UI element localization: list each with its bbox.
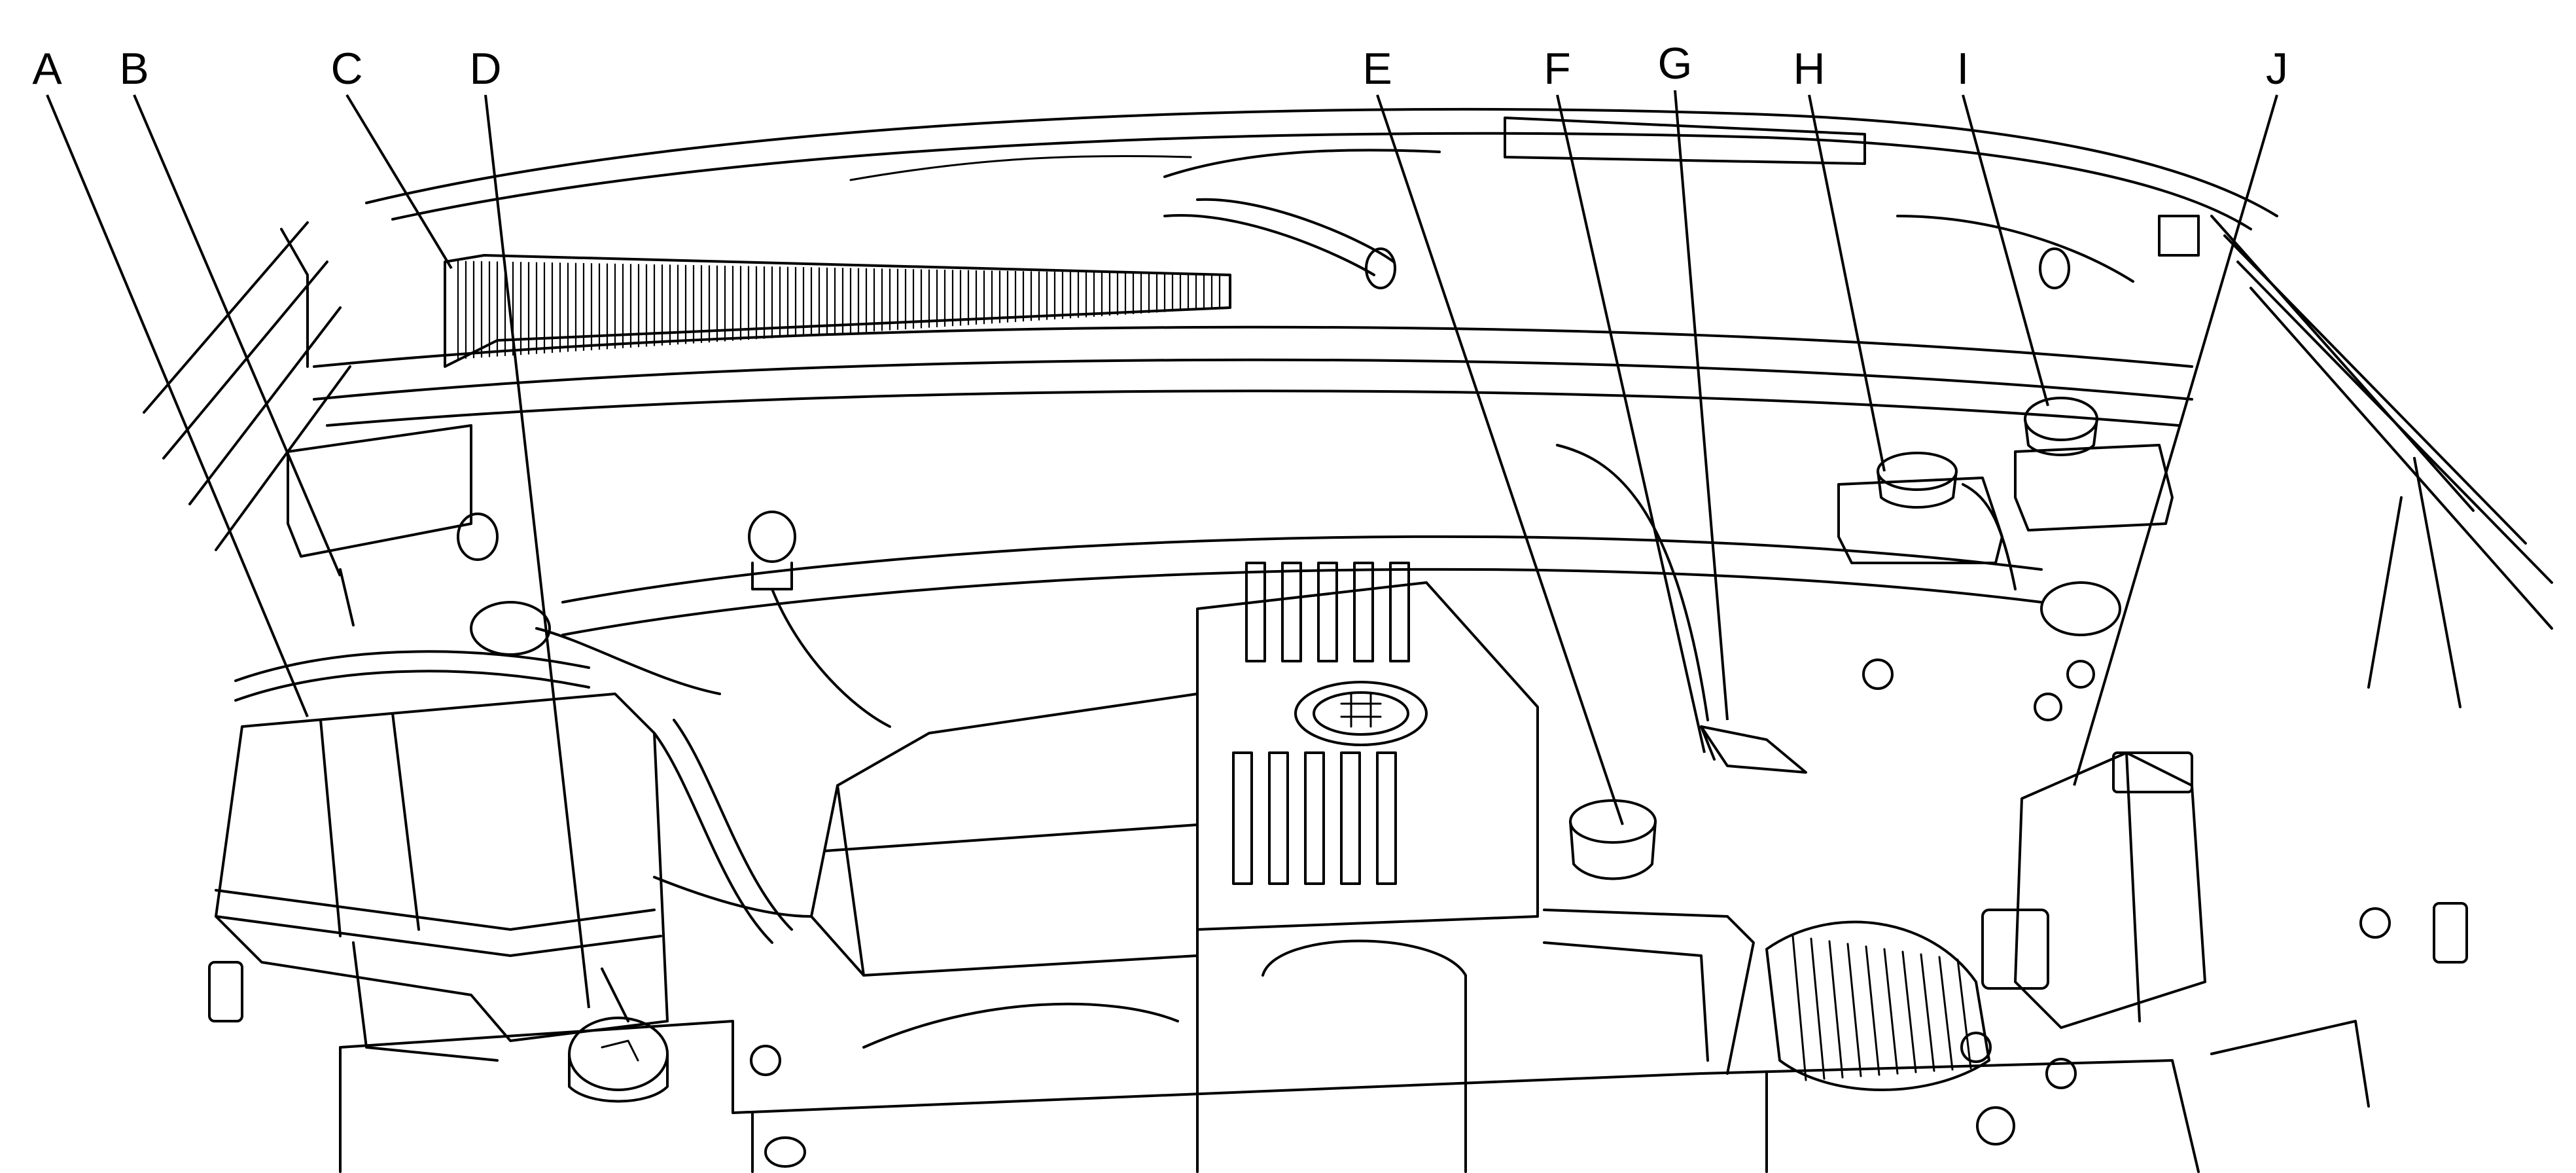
hose-rib xyxy=(1846,943,1862,1077)
callout-c: C xyxy=(330,44,362,94)
callout-f: F xyxy=(1544,44,1571,94)
callout-a: A xyxy=(32,44,62,94)
callout-d: D xyxy=(469,44,501,94)
engine-cover xyxy=(1196,562,1539,1173)
callout-h: H xyxy=(1793,44,1825,94)
engine-cover-rib xyxy=(1389,562,1410,662)
engine-cover-rib xyxy=(1281,562,1302,662)
hose-ribs xyxy=(1791,935,1972,1081)
leader-g xyxy=(1674,90,1729,721)
engine-cover-rib xyxy=(1376,751,1397,885)
front-lower-panel xyxy=(339,1020,2370,1173)
cabin-air-filter xyxy=(444,254,1231,368)
coolant-reservoir xyxy=(1981,751,2206,1029)
air-intake-duct xyxy=(810,693,1199,1049)
hose-rib xyxy=(1956,958,1972,1070)
hose-rib xyxy=(1901,950,1917,1074)
hose-rib xyxy=(1791,935,1807,1081)
hose-rib xyxy=(1828,940,1844,1079)
callout-b: B xyxy=(119,44,149,94)
leader-f xyxy=(1556,94,1706,753)
leader-c xyxy=(345,94,453,270)
leader-b xyxy=(133,94,342,577)
power-steering-reservoir xyxy=(2014,397,2174,532)
cowl-wiper-area xyxy=(313,198,2200,427)
engine-cover-rib xyxy=(1304,751,1325,885)
engine-cover-rib xyxy=(1340,751,1361,885)
cabin-air-filter-hatching xyxy=(457,261,1221,359)
hose-rib xyxy=(1920,953,1935,1072)
underhood-fuse-block xyxy=(208,693,669,1062)
engine-cover-rib xyxy=(1245,562,1266,662)
callout-e: E xyxy=(1362,44,1392,94)
washer-fluid-cap xyxy=(568,967,669,1103)
engine-cover-rib xyxy=(1317,562,1338,662)
callout-g: G xyxy=(1658,39,1693,88)
leader-a xyxy=(46,94,309,717)
hose-rib xyxy=(1865,945,1880,1076)
hood-cowl-outline xyxy=(143,107,2553,708)
hose-rib xyxy=(1938,956,1954,1071)
leader-e xyxy=(1376,94,1624,825)
leader-d xyxy=(484,94,590,1009)
brake-fluid-reservoir xyxy=(1837,452,2017,590)
hose-rib xyxy=(1883,948,1899,1075)
engine-cover-ribs xyxy=(1232,562,1410,885)
leader-h xyxy=(1808,94,1886,472)
leader-lines xyxy=(46,90,2278,1009)
corrugated-intake-hose xyxy=(1765,920,1990,1091)
strut-tower-bar xyxy=(470,535,2121,656)
engine-cover-rib xyxy=(1232,751,1253,885)
leader-j xyxy=(2073,94,2278,786)
leader-i xyxy=(1962,94,2049,406)
coolant-pressure-cap xyxy=(1543,799,1755,1075)
hose-rib xyxy=(1810,937,1826,1080)
wiring-harness xyxy=(234,588,891,944)
engine-oil-dipstick xyxy=(1556,444,1807,774)
engine-cover-rib xyxy=(1268,751,1289,885)
callout-j: J xyxy=(2266,44,2288,94)
engine-cover-rib xyxy=(1353,562,1374,662)
callout-labels: A B C D E F G H I J xyxy=(32,39,2288,94)
callout-i: I xyxy=(1957,44,1969,94)
mounting-bolts xyxy=(750,659,2468,1146)
